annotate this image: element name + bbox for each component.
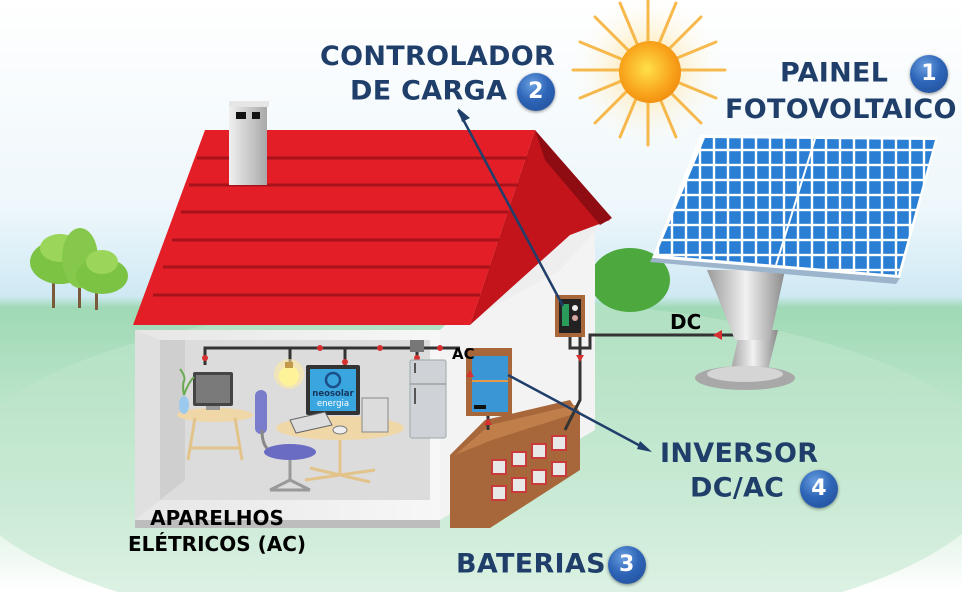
arrow-head-controller: [458, 108, 470, 122]
dc-tag: DC: [670, 310, 702, 334]
arrow-head-inverter: [637, 441, 652, 452]
battery-bank: [450, 400, 580, 528]
badge-4: 4: [800, 470, 839, 508]
label-inverter-line2: DC/AC: [690, 472, 785, 504]
screen-brand-line2: energia: [317, 399, 349, 409]
label-inverter-line1: INVERSOR: [660, 438, 819, 469]
inverter-device: [466, 348, 512, 416]
ac-tag: AC: [452, 345, 475, 363]
label-panel-line1: PAINEL: [780, 57, 889, 89]
label-controller: CONTROLADOR DE CARGA 2: [320, 40, 556, 111]
label-controller-line1: CONTROLADOR: [320, 41, 556, 72]
sun-icon: [568, 0, 728, 150]
roof: [133, 101, 612, 325]
bush-icon: [590, 248, 670, 312]
label-controller-line2: DE CARGA: [350, 75, 508, 107]
label-controller-line2-wrap: DE CARGA 2: [320, 73, 555, 111]
label-inverter-line2-wrap: DC/AC 4: [660, 470, 839, 508]
label-appliances-line2: ELÉTRICOS (AC): [127, 532, 307, 556]
appliances: neosolar energia: [177, 359, 447, 492]
chimney: [229, 105, 267, 185]
trees-icon: [30, 228, 128, 310]
label-panel-line2: FOTOVOLTAICO: [725, 94, 957, 125]
badge-1: 1: [910, 55, 949, 93]
label-batteries-text: BATERIAS: [456, 548, 606, 580]
label-panel: PAINEL 1 FOTOVOLTAICO: [725, 55, 957, 126]
screen-brand-line1: neosolar: [312, 389, 354, 399]
label-appliances-line1: APARELHOS: [150, 506, 284, 530]
badge-2: 2: [516, 73, 555, 111]
pointer-arrows: [456, 109, 649, 452]
badge-3: 3: [607, 546, 646, 584]
label-appliances: APARELHOS ELÉTRICOS (AC): [122, 505, 312, 557]
solar-panel: [650, 135, 938, 390]
label-inverter: INVERSOR DC/AC 4: [660, 437, 839, 508]
label-panel-line1-wrap: PAINEL 1: [725, 55, 957, 93]
